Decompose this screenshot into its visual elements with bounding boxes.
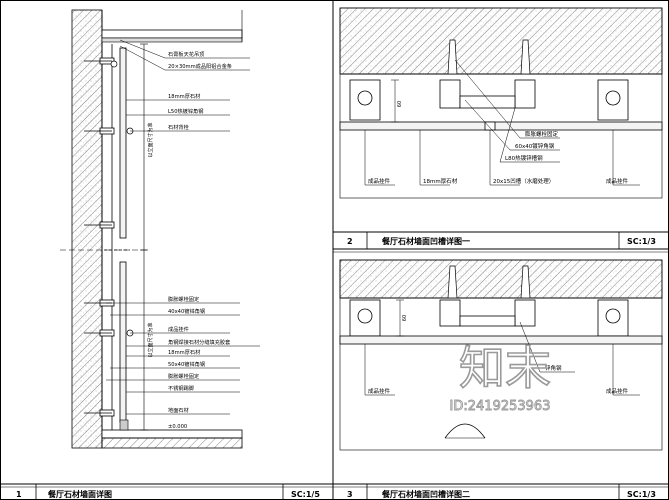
p1-callout-stone: 18mm厚石材: [168, 92, 200, 100]
p1-callout-stone-18: 18mm厚石材: [168, 348, 200, 356]
panel1-scale: SC:1/5: [291, 490, 320, 499]
p1-callout-trim: 20×30mm成品阳铝合金条: [168, 62, 232, 70]
watermark-id: ID:2419253963: [450, 399, 551, 414]
p1-callout-bolt: 石材背栓: [168, 123, 190, 131]
p1-dim-lower: 以立面尺寸为准: [147, 322, 154, 357]
panel2-title-bar: [333, 231, 669, 253]
p2-callout-hanger-right: 成品挂件: [606, 177, 629, 185]
p2-callout-groove: 20x15凹槽（水磨处理）: [493, 177, 554, 185]
panel1-number: 1: [16, 490, 22, 499]
p1-dim-upper: 以立面尺寸为准: [147, 122, 154, 157]
panel3-number: 3: [347, 490, 353, 499]
p1-callout-angle-40: 40x40镀锌角钢: [168, 307, 205, 315]
panel2-scale: SC:1/3: [627, 237, 656, 246]
panel3-scale: SC:1/3: [627, 490, 656, 499]
p2-callout-expansion-bolt: 膨胀螺栓固定: [525, 130, 559, 138]
panel1-drawing: [60, 9, 260, 449]
p1-callout-expansion-bolt-2: 膨胀螺栓固定: [168, 372, 199, 380]
p1-callout-angle: L50热镀锌角钢: [168, 107, 203, 115]
p2-callout-stone: 18mm厚石材: [423, 177, 458, 185]
p3-callout-angle: 锌角钢: [545, 364, 562, 372]
p1-callout-angle-50: 50x40镀锌角钢: [168, 360, 205, 368]
panel3-title: 餐厅石材墙面凹槽详图二: [381, 489, 470, 499]
p3-dim: 60: [402, 315, 408, 321]
p2-callout-hanger-left: 成品挂件: [368, 177, 391, 185]
panel1-title: 餐厅石材墙面详图: [47, 489, 112, 499]
watermark-logo: 知末: [459, 341, 551, 395]
p2-callout-angle: 60x40镀锌角钢: [515, 142, 555, 150]
p1-callout-floor-stone: 地面石材: [168, 406, 189, 414]
panel2-number: 2: [347, 237, 353, 246]
p3-callout-hanger-left: 成品挂件: [368, 387, 391, 395]
p1-callout-ceiling: 石膏板天花吊顶: [168, 50, 204, 58]
panel2-drawing: [339, 7, 663, 199]
p2-callout-channel: L80热镀锌槽钢: [505, 154, 543, 162]
panel3-title-bar: [333, 483, 669, 500]
p1-callout-expansion-bolt: 膨胀螺栓固定: [168, 295, 199, 303]
p1-callout-skirting: 不锈钢踢脚: [168, 384, 194, 392]
panel1-title-bar: [0, 483, 333, 500]
p1-callout-hanger: 成品挂件: [168, 325, 189, 333]
p3-callout-hanger-right: 成品挂件: [606, 387, 629, 395]
p1-level-mark: ±0.000: [168, 424, 187, 430]
p1-callout-joint: 角钢焊接石材分缝填充胶套: [168, 338, 231, 346]
p2-dim: 60: [397, 101, 403, 107]
panel2-title: 餐厅石材墙面凹槽详图一: [381, 236, 470, 246]
panel3-drawing: [339, 259, 663, 451]
